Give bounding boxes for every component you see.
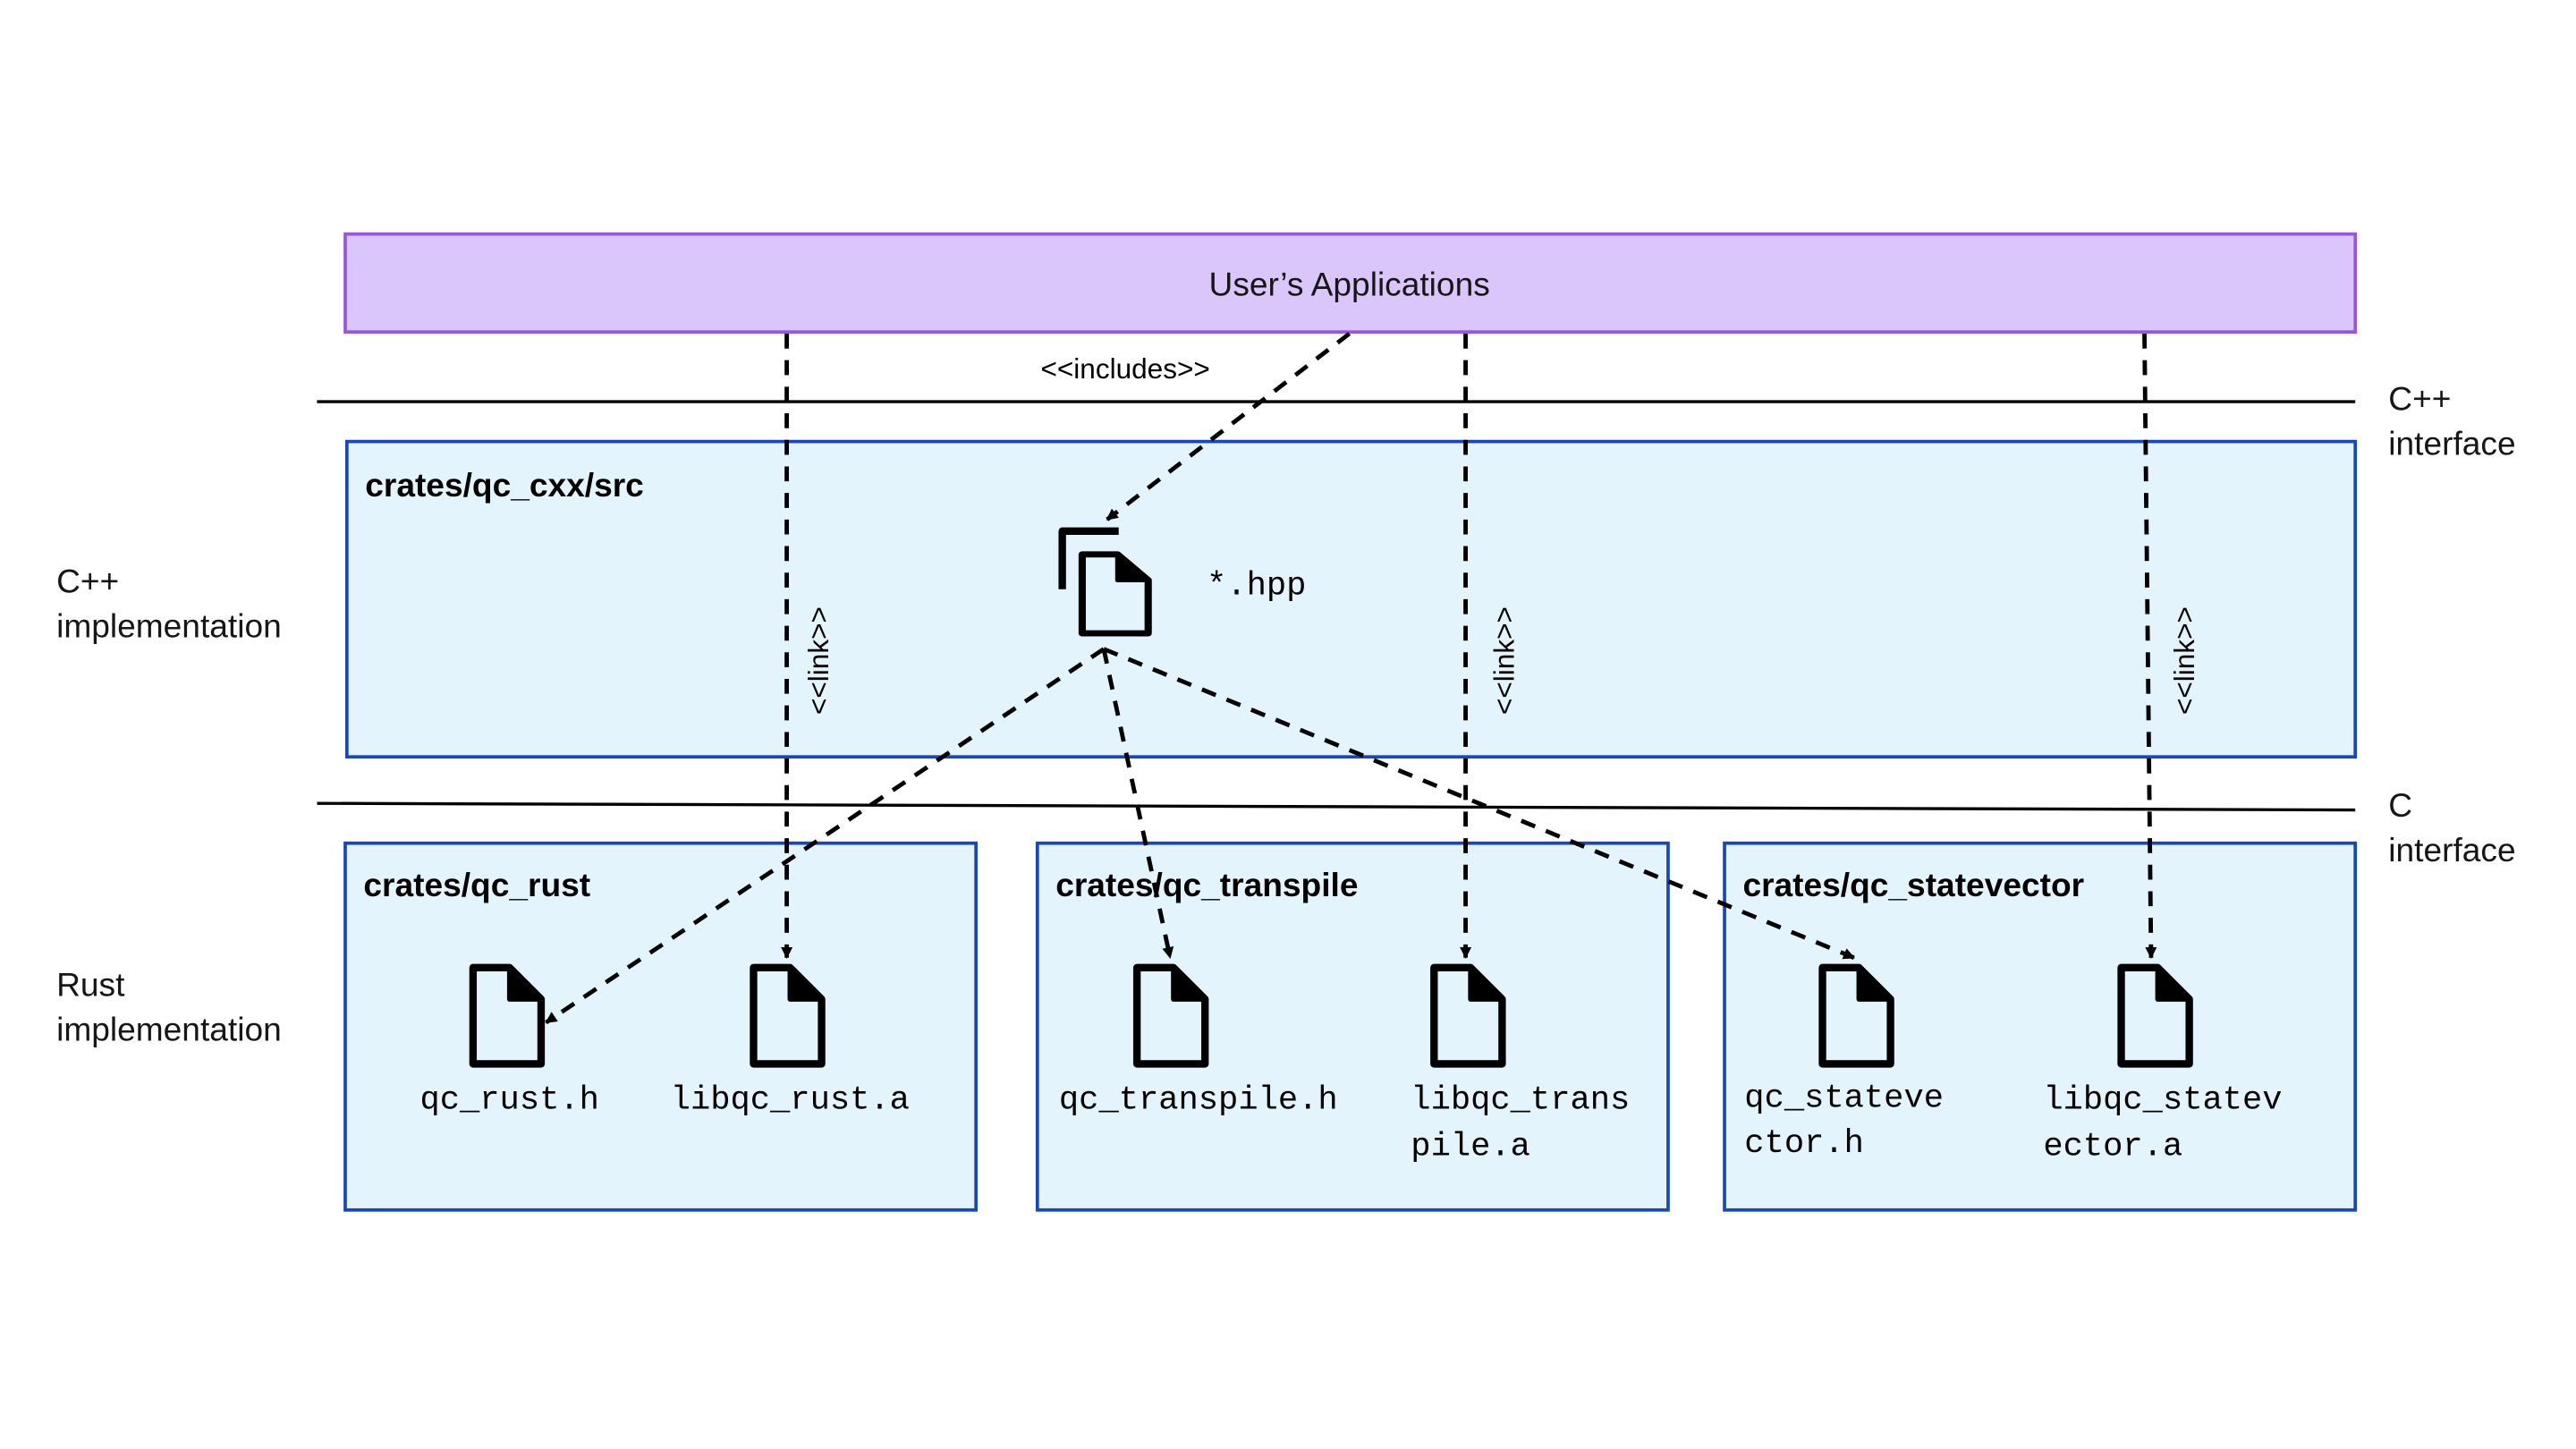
rust-implementation-label: Rust implementation bbox=[56, 965, 282, 1047]
hpp-to-qc-rust-header-arrow bbox=[545, 647, 1106, 1025]
cpp-interface-label: C++ interface bbox=[2388, 379, 2515, 462]
hpp-files-icon bbox=[1058, 527, 1148, 633]
users-applications-label: User’s Applications bbox=[1209, 265, 1490, 302]
c-interface-label: C interface bbox=[2388, 786, 2515, 869]
includes-label: <<includes>> bbox=[1040, 352, 1209, 385]
link-label-qc-transpile: <<link>> bbox=[1487, 606, 1520, 715]
svg-text:<<link>>: <<link>> bbox=[2168, 606, 2200, 715]
qc-cxx-title: crates/qc_cxx/src bbox=[365, 466, 644, 504]
hpp-to-qc-statevector-header-arrow bbox=[1103, 647, 1855, 960]
link-label-qc-rust: <<link>> bbox=[802, 606, 835, 715]
qc-cxx-box bbox=[344, 439, 2358, 759]
qc-transpile-box bbox=[1035, 841, 1670, 1212]
qc-rust-header-label: qc_rust.h bbox=[419, 1082, 598, 1120]
qc-transpile-title: crates/qc_transpile bbox=[1055, 866, 1358, 903]
cpp-implementation-label: C++ implementation bbox=[56, 562, 282, 644]
qc-transpile-header-label: qc_transpile.h bbox=[1059, 1082, 1338, 1120]
qc-statevector-title: crates/qc_statevector bbox=[1742, 866, 2084, 903]
qc-transpile-lib-label: libqc_trans pile.a bbox=[1411, 1082, 1649, 1166]
svg-text:<<link>>: <<link>> bbox=[802, 606, 835, 715]
users-applications-box bbox=[343, 232, 2358, 334]
qc-statevector-box bbox=[1723, 841, 2358, 1212]
qc-statevector-header-label: qc_stateve ctor.h bbox=[1744, 1080, 1963, 1163]
svg-text:<<link>>: <<link>> bbox=[1487, 606, 1520, 715]
qc-rust-box bbox=[343, 841, 978, 1212]
qc-rust-lib-label: libqc_rust.a bbox=[671, 1082, 910, 1120]
hpp-files-label: *.hpp bbox=[1207, 567, 1306, 605]
qc-statevector-lib-label: libqc_statev ector.a bbox=[2043, 1082, 2302, 1166]
qc-rust-title: crates/qc_rust bbox=[363, 866, 590, 903]
link-label-qc-statevector: <<link>> bbox=[2168, 606, 2200, 715]
c-interface-line bbox=[317, 801, 2356, 812]
